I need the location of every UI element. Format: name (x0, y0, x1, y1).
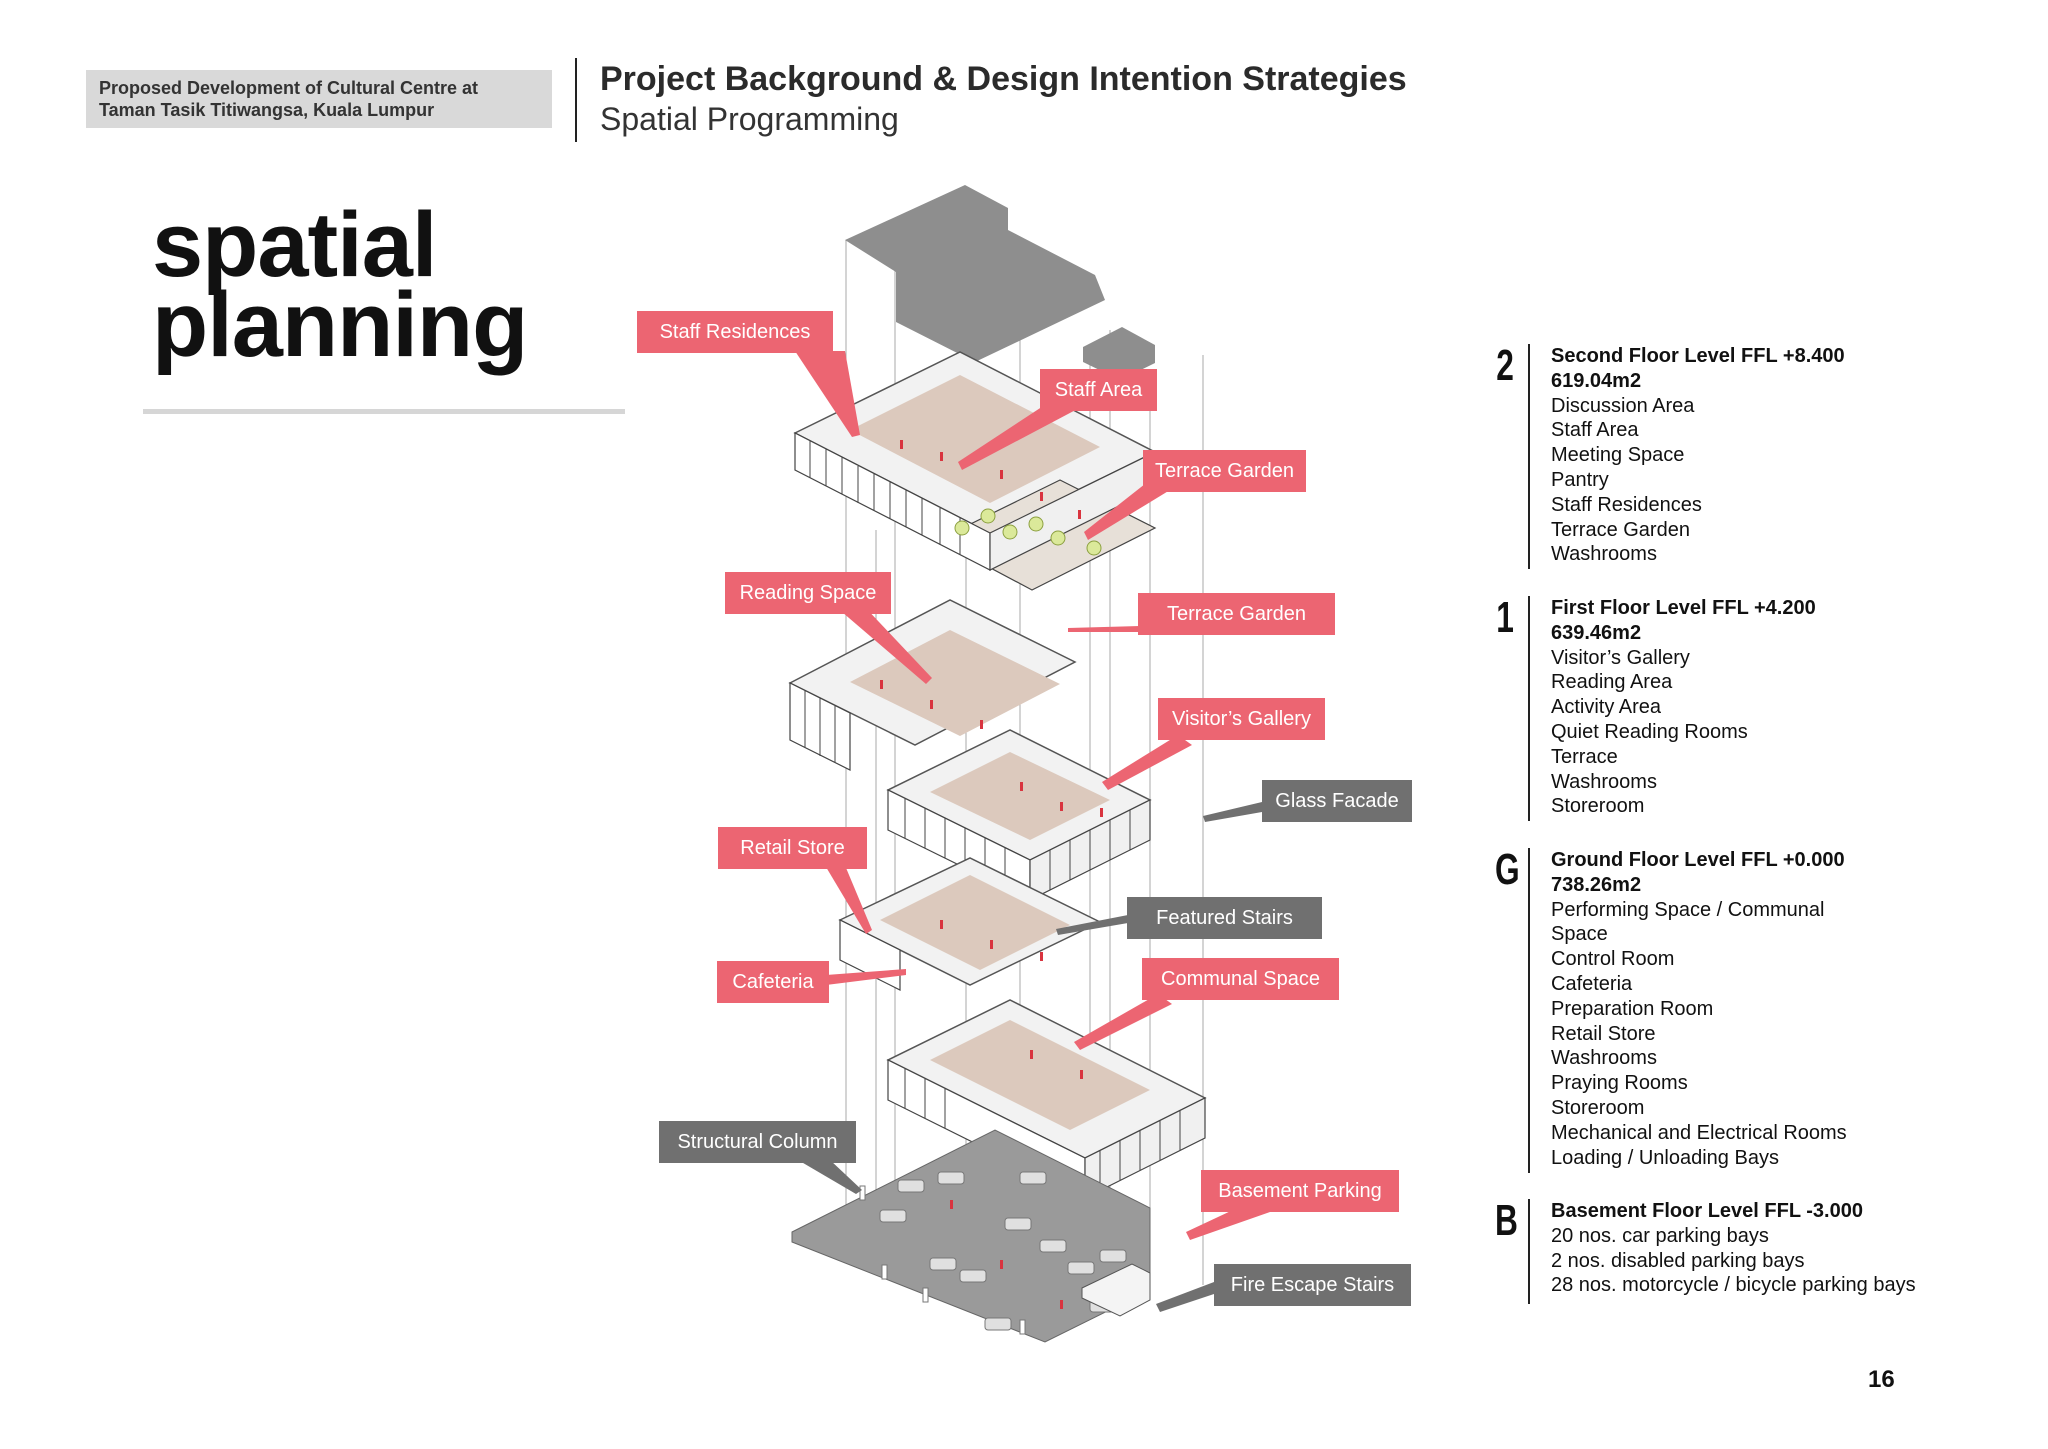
exploded-axonometric-diagram (788, 185, 1270, 1343)
level-info: Second Floor Level FFL +8.400 619.04m2 D… (1551, 344, 1845, 567)
label-visitors-gallery: Visitor’s Gallery (1158, 698, 1325, 740)
space-item: Washrooms (1551, 1047, 1657, 1070)
space-item: Reading Area (1551, 671, 1673, 694)
title-underline (143, 409, 625, 414)
level-area: 619.04m2 (1551, 369, 1642, 392)
space-item: 20 nos. car parking bays (1551, 1224, 1769, 1247)
level-heading: First Floor Level FFL +4.200 (1551, 597, 1816, 619)
level-code: G (1495, 845, 1520, 894)
space-item: Cafeteria (1551, 972, 1633, 995)
page-title-line2: planning (152, 274, 528, 376)
label-basement-parking: Basement Parking (1201, 1170, 1399, 1212)
space-item: Staff Area (1551, 419, 1639, 442)
page-title-line1: spatial (152, 194, 437, 296)
level-heading: Basement Floor Level FFL -3.000 (1551, 1200, 1863, 1222)
page-title: spatial planning (152, 194, 528, 376)
space-item: Retail Store (1551, 1022, 1656, 1045)
space-item: Activity Area (1551, 696, 1662, 719)
label-staff-area: Staff Area (1040, 369, 1157, 411)
level-area: 738.26m2 (1551, 873, 1642, 896)
label-staff-residences: Staff Residences (637, 311, 833, 353)
space-item: Performing Space / Communal (1551, 898, 1825, 921)
section-title: Project Background & Design Intention St… (600, 60, 1407, 98)
space-item: Praying Rooms (1551, 1072, 1688, 1095)
first-floor-plate (788, 599, 1152, 901)
level-info: Ground Floor Level FFL +0.000 738.26m2 P… (1551, 848, 1847, 1170)
space-item: Washrooms (1551, 543, 1657, 566)
section-subtitle: Spatial Programming (600, 101, 899, 137)
space-item: Discussion Area (1551, 394, 1695, 417)
label-reading-space: Reading Space (725, 572, 891, 614)
page-number: 16 (1868, 1366, 1895, 1393)
label-communal-space: Communal Space (1142, 958, 1339, 1000)
space-item: Meeting Space (1551, 444, 1685, 467)
space-item: Preparation Room (1551, 997, 1714, 1020)
label-structural-column: Structural Column (659, 1121, 856, 1163)
space-item: Loading / Unloading Bays (1551, 1146, 1779, 1169)
space-item: Staff Residences (1551, 493, 1702, 516)
level-heading: Second Floor Level FFL +8.400 (1551, 345, 1845, 367)
header-divider (575, 58, 577, 142)
level-code: 2 (1496, 341, 1514, 390)
space-item: 28 nos. motorcycle / bicycle parking bay… (1551, 1274, 1916, 1297)
project-name-line2: Taman Tasik Titiwangsa, Kuala Lumpur (99, 100, 435, 120)
label-glass-facade: Glass Facade (1262, 780, 1412, 822)
level-bar (1528, 596, 1530, 821)
level-info: Basement Floor Level FFL -3.000 20 nos. … (1551, 1199, 1916, 1298)
space-item: Mechanical and Electrical Rooms (1551, 1121, 1847, 1144)
label-fire-escape-stairs: Fire Escape Stairs (1214, 1264, 1411, 1306)
space-item: Visitor’s Gallery (1551, 646, 1690, 669)
space-item: Storeroom (1551, 1096, 1645, 1119)
project-name-line1: Proposed Development of Cultural Centre … (99, 78, 479, 98)
occupant-markers (880, 440, 1103, 1309)
level-area: 639.46m2 (1551, 621, 1642, 644)
space-item: Washrooms (1551, 770, 1657, 793)
level-bar (1528, 848, 1530, 1173)
level-info: First Floor Level FFL +4.200 639.46m2 Vi… (1551, 596, 1816, 819)
level-bar (1528, 1199, 1530, 1304)
space-item: Storeroom (1551, 795, 1645, 818)
level-code: B (1495, 1196, 1518, 1245)
callout-leaders (795, 351, 1270, 1312)
space-item: 2 nos. disabled parking bays (1551, 1249, 1805, 1272)
level-code: 1 (1496, 593, 1514, 642)
space-item: Space (1551, 923, 1608, 946)
label-terrace-garden-first: Terrace Garden (1138, 593, 1335, 635)
label-cafeteria: Cafeteria (717, 961, 829, 1003)
space-item: Terrace Garden (1551, 518, 1690, 541)
roof-slab (845, 185, 1155, 380)
label-featured-stairs: Featured Stairs (1127, 897, 1322, 939)
space-item: Terrace (1551, 745, 1618, 768)
label-retail-store: Retail Store (718, 827, 867, 869)
basement-plate (791, 1129, 1151, 1343)
level-heading: Ground Floor Level FFL +0.000 (1551, 849, 1845, 871)
label-terrace-garden-second: Terrace Garden (1143, 450, 1306, 492)
space-item: Quiet Reading Rooms (1551, 720, 1748, 743)
level-bar (1528, 344, 1530, 569)
space-item: Control Room (1551, 948, 1675, 971)
project-name-box: Proposed Development of Cultural Centre … (86, 70, 552, 128)
space-item: Pantry (1551, 468, 1609, 491)
